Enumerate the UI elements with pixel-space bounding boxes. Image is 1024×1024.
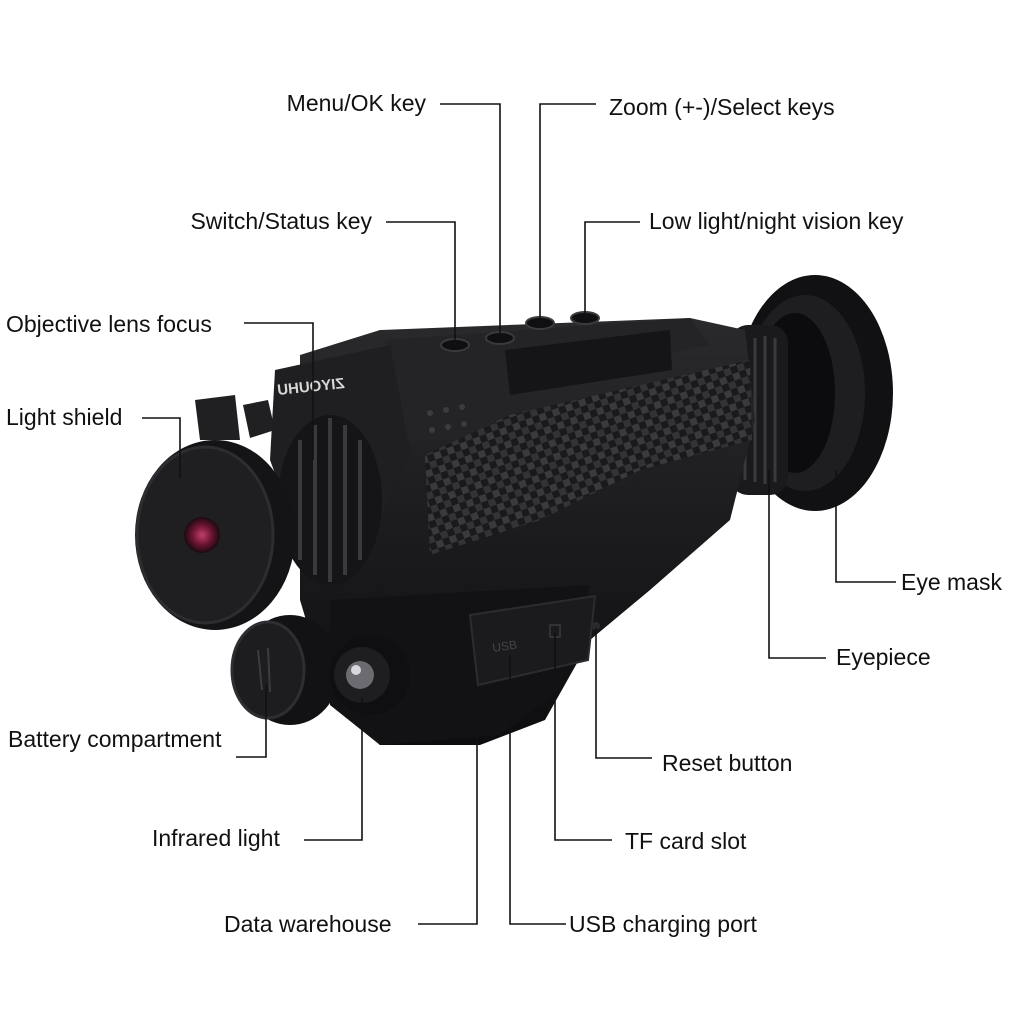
label-reset: Reset button [662, 750, 793, 776]
infrared-light [330, 635, 410, 715]
label-eye-mask: Eye mask [901, 569, 1002, 595]
battery-cap [230, 615, 340, 725]
label-objective-focus: Objective lens focus [6, 311, 212, 337]
label-eyepiece: Eyepiece [836, 644, 931, 670]
label-low-light: Low light/night vision key [649, 208, 904, 234]
label-tf-card: TF card slot [625, 828, 747, 854]
reset-dot [592, 622, 600, 630]
label-switch-status: Switch/Status key [190, 208, 372, 234]
label-data-warehouse: Data warehouse [224, 911, 392, 937]
usb-text: USB [491, 638, 517, 655]
objective-focus-ring [278, 415, 382, 585]
label-usb-port: USB charging port [569, 911, 757, 937]
light-shield [135, 395, 295, 630]
label-light-shield: Light shield [6, 404, 123, 430]
label-menu-ok: Menu/OK key [286, 90, 426, 116]
label-zoom-select: Zoom (+-)/Select keys [609, 94, 835, 120]
label-battery: Battery compartment [8, 726, 222, 752]
label-infrared: Infrared light [152, 825, 280, 851]
